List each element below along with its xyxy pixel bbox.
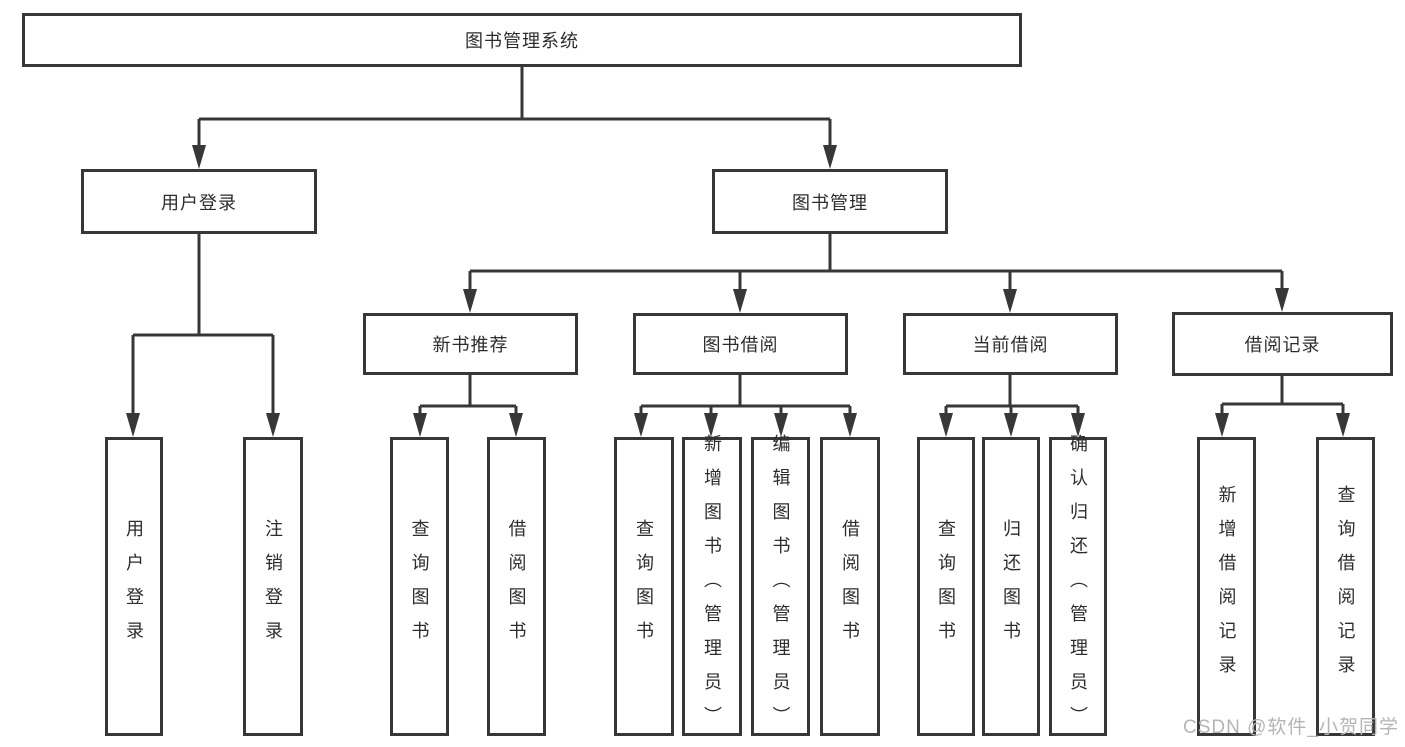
- leaf-add-borrowing-record: 新增借阅记录: [1197, 437, 1256, 736]
- arrowhead: [413, 413, 427, 437]
- arrowhead: [1275, 288, 1289, 312]
- leaf-borrow-books-recommend-label: 借阅图书: [506, 518, 527, 655]
- leaf-query-books-current: 查询图书: [917, 437, 975, 736]
- leaf-edit-books-admin: 编辑图书（管理员）: [751, 434, 810, 740]
- arrowhead: [509, 413, 523, 437]
- arrowhead: [126, 413, 140, 437]
- node-borrowing-records: 借阅记录: [1172, 312, 1393, 376]
- leaf-return-books-label: 归还图书: [1001, 518, 1021, 655]
- leaf-confirm-return-admin: 确认归还（管理员）: [1049, 434, 1107, 740]
- arrowhead: [939, 413, 953, 437]
- node-book-borrowing: 图书借阅: [633, 313, 848, 375]
- node-current-borrowing-label: 当前借阅: [972, 335, 1049, 355]
- leaf-borrow-books-borrowing: 借阅图书: [820, 437, 880, 736]
- leaf-borrow-books-recommend: 借阅图书: [487, 437, 546, 736]
- leaf-query-books-current-label: 查询图书: [936, 518, 956, 655]
- arrowhead: [634, 413, 648, 437]
- arrowhead: [733, 289, 747, 313]
- csdn-watermark: CSDN @软件_小贺同学: [1183, 717, 1399, 738]
- arrowhead: [1004, 413, 1018, 437]
- leaf-logout-label: 注销登录: [263, 518, 283, 655]
- node-user-login: 用户登录: [81, 169, 317, 234]
- leaf-borrow-books-borrowing-label: 借阅图书: [840, 518, 860, 655]
- leaf-edit-books-admin-label: 编辑图书（管理员）: [770, 433, 791, 740]
- arrowhead: [1071, 413, 1085, 437]
- leaf-add-books-admin: 新增图书（管理员）: [682, 434, 742, 740]
- connector-lines: [131, 67, 1345, 418]
- node-new-book-recommend: 新书推荐: [363, 313, 578, 375]
- arrowhead: [266, 413, 280, 437]
- leaf-query-borrowing-record: 查询借阅记录: [1316, 437, 1375, 736]
- node-borrowing-records-label: 借阅记录: [1244, 335, 1321, 355]
- node-new-book-recommend-label: 新书推荐: [432, 335, 509, 355]
- leaf-query-books-recommend-label: 查询图书: [409, 518, 430, 655]
- arrowheads: [126, 145, 1350, 437]
- leaf-logout: 注销登录: [243, 437, 303, 736]
- arrowhead: [704, 413, 718, 437]
- arrowhead: [463, 289, 477, 313]
- node-current-borrowing: 当前借阅: [903, 313, 1118, 375]
- node-book-management-label: 图书管理: [792, 192, 868, 213]
- arrowhead: [192, 145, 206, 169]
- leaf-add-borrowing-record-label: 新增借阅记录: [1216, 484, 1237, 689]
- leaf-query-books-borrowing-label: 查询图书: [634, 518, 654, 655]
- node-book-borrowing-label: 图书借阅: [702, 335, 779, 355]
- arrowhead: [823, 145, 837, 169]
- node-root: 图书管理系统: [22, 13, 1022, 67]
- arrowhead: [774, 413, 788, 437]
- leaf-return-books: 归还图书: [982, 437, 1040, 736]
- node-root-label: 图书管理系统: [465, 31, 579, 51]
- leaf-query-books-borrowing: 查询图书: [614, 437, 674, 736]
- leaf-user-login: 用户登录: [105, 437, 163, 736]
- node-book-management: 图书管理: [712, 169, 948, 234]
- node-user-login-label: 用户登录: [161, 192, 237, 213]
- leaf-user-login-label: 用户登录: [124, 518, 144, 655]
- arrowhead: [1336, 413, 1350, 437]
- arrowhead: [1003, 289, 1017, 313]
- leaf-confirm-return-admin-label: 确认归还（管理员）: [1068, 433, 1088, 740]
- arrowhead: [1215, 413, 1229, 437]
- leaf-query-books-recommend: 查询图书: [390, 437, 449, 736]
- leaf-add-books-admin-label: 新增图书（管理员）: [702, 433, 722, 740]
- leaf-query-borrowing-record-label: 查询借阅记录: [1335, 484, 1356, 689]
- arrowhead: [843, 413, 857, 437]
